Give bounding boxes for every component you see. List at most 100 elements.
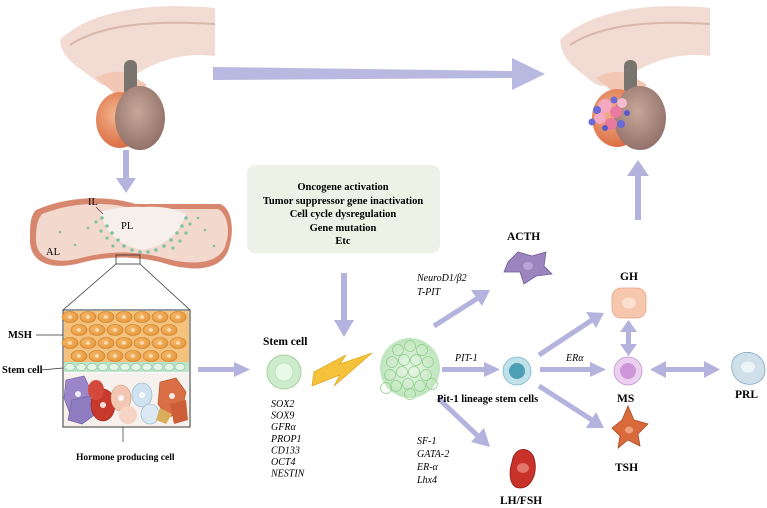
gonadotroph-factor: SF-1 bbox=[417, 436, 436, 447]
tumor-cell bbox=[414, 380, 426, 392]
msh-cell-nucleus bbox=[131, 354, 135, 358]
tumor-cell bbox=[386, 356, 398, 368]
tumor-cell bbox=[384, 369, 396, 381]
arrow-to-tumor-pituitary bbox=[627, 160, 649, 220]
pit1-factor: PIT-1 bbox=[454, 353, 478, 364]
tumor-cell bbox=[396, 366, 408, 378]
stem-cell-tissue-label: Stem cell bbox=[2, 365, 43, 376]
msh-cell-nucleus bbox=[68, 315, 72, 319]
tumor-cell bbox=[408, 366, 420, 378]
mechanism-line: Cell cycle dysregulation bbox=[290, 209, 397, 220]
msh-label: MSH bbox=[8, 330, 32, 341]
msh-cell-nucleus bbox=[158, 315, 162, 319]
tumor-cell-cluster bbox=[588, 96, 630, 131]
pit1-lineage-label: Pit-1 lineage stem cells bbox=[437, 394, 538, 405]
al-label: AL bbox=[46, 247, 60, 258]
acth-nucleus bbox=[523, 262, 533, 270]
stem-cell-layer bbox=[64, 363, 186, 371]
msh-cell-nucleus bbox=[95, 328, 99, 332]
stem-cell bbox=[266, 354, 302, 390]
mechanism-line: Oncogene activation bbox=[297, 182, 388, 193]
marker: CD133 bbox=[271, 445, 300, 456]
stem-cell-markers: SOX2 SOX9 GFRα PROP1 CD133 OCT4 NESTIN bbox=[270, 399, 306, 480]
arrow-to-pit1 bbox=[442, 362, 500, 377]
msh-cell-nucleus bbox=[77, 354, 81, 358]
marker: SOX9 bbox=[271, 411, 294, 422]
tumor-cell bbox=[420, 369, 432, 381]
tumor-cell bbox=[404, 388, 416, 400]
msh-cell-nucleus bbox=[86, 315, 90, 319]
msh-cell-nucleus bbox=[104, 341, 108, 345]
msh-cell-nucleus bbox=[113, 354, 117, 358]
mechanism-line: Gene mutation bbox=[310, 223, 377, 234]
marker: SOX2 bbox=[271, 399, 294, 410]
normal-pituitary-illustration bbox=[60, 6, 216, 150]
arrow-to-stem-cell bbox=[198, 362, 250, 377]
msh-cell-nucleus bbox=[176, 341, 180, 345]
pl-label: PL bbox=[121, 221, 133, 232]
msh-cell-nucleus bbox=[131, 328, 135, 332]
tumor-cell bbox=[410, 354, 422, 366]
mechanism-line: Tumor suppressor gene inactivation bbox=[263, 196, 424, 207]
msh-cell-nucleus bbox=[95, 354, 99, 358]
arrow-pit1-to-ms bbox=[540, 362, 606, 377]
gonadotroph-factor: Lhx4 bbox=[416, 475, 437, 486]
il-leader bbox=[95, 206, 104, 215]
zoom-line-left bbox=[62, 263, 117, 311]
msh-cell-nucleus bbox=[167, 354, 171, 358]
tumor-cell bbox=[404, 340, 416, 352]
msh-cell-nucleus bbox=[68, 341, 72, 345]
msh-cell-nucleus bbox=[140, 315, 144, 319]
mechanism-box-bg bbox=[247, 165, 440, 253]
er-alpha-factor: ERα bbox=[565, 353, 584, 364]
tissue-detail-box bbox=[61, 309, 191, 428]
tsh-nucleus bbox=[625, 426, 633, 434]
tumor-cell bbox=[390, 380, 402, 392]
il-label: IL bbox=[88, 197, 98, 208]
mechanism-box-text: Oncogene activation Tumor suppressor gen… bbox=[263, 182, 424, 247]
tumor-cell bbox=[416, 344, 428, 356]
prl-label: PRL bbox=[735, 389, 758, 401]
corticotroph-factor: T-PIT bbox=[417, 287, 442, 298]
stem-leader bbox=[40, 367, 64, 371]
hormone-producing-label: Hormone producing cell bbox=[76, 453, 175, 463]
tumor-cell bbox=[402, 378, 414, 390]
tumor-pituitary-illustration bbox=[560, 6, 711, 150]
msh-cell-nucleus bbox=[158, 341, 162, 345]
marker: GFRα bbox=[271, 422, 296, 433]
ms-label: MS bbox=[617, 393, 634, 405]
msh-cell-nucleus bbox=[140, 341, 144, 345]
msh-cell-nucleus bbox=[149, 354, 153, 358]
msh-cell-nucleus bbox=[77, 328, 81, 332]
lhfsh-label: LH/FSH bbox=[500, 495, 542, 507]
gland-cross-section bbox=[30, 198, 232, 269]
hormone-producing-cell-layer bbox=[63, 373, 189, 426]
acth-label: ACTH bbox=[507, 231, 540, 243]
tumor-cell bbox=[392, 344, 404, 356]
arrow-from-mechanism bbox=[334, 273, 354, 337]
tumor-cell-mass bbox=[380, 338, 440, 400]
lightning-bolt-icon bbox=[311, 352, 373, 387]
tumor-cell bbox=[380, 382, 392, 394]
marker: NESTIN bbox=[270, 469, 306, 480]
tumor-cell bbox=[422, 356, 434, 368]
marker: PROP1 bbox=[270, 434, 302, 445]
arrow-ms-prl bbox=[650, 361, 720, 378]
tumor-cell bbox=[398, 354, 410, 366]
prl-cell bbox=[731, 351, 766, 385]
down-arrow-to-gland bbox=[116, 150, 136, 193]
arrow-to-lhfsh bbox=[436, 396, 490, 447]
lhfsh-cell bbox=[509, 449, 536, 489]
corticotroph-factor: NeuroD1/β2 bbox=[416, 273, 467, 284]
msh-cell-layer bbox=[61, 311, 189, 362]
stem-cell-title: Stem cell bbox=[263, 336, 307, 348]
tsh-label: TSH bbox=[615, 462, 638, 474]
arrow-to-acth bbox=[432, 290, 490, 329]
marker: OCT4 bbox=[271, 457, 295, 468]
msh-cell-nucleus bbox=[113, 328, 117, 332]
msh-cell-nucleus bbox=[149, 328, 153, 332]
arrow-pit1-to-tsh bbox=[537, 383, 604, 428]
msh-cell-nucleus bbox=[122, 315, 126, 319]
msh-cell-nucleus bbox=[176, 315, 180, 319]
msh-cell-nucleus bbox=[167, 328, 171, 332]
